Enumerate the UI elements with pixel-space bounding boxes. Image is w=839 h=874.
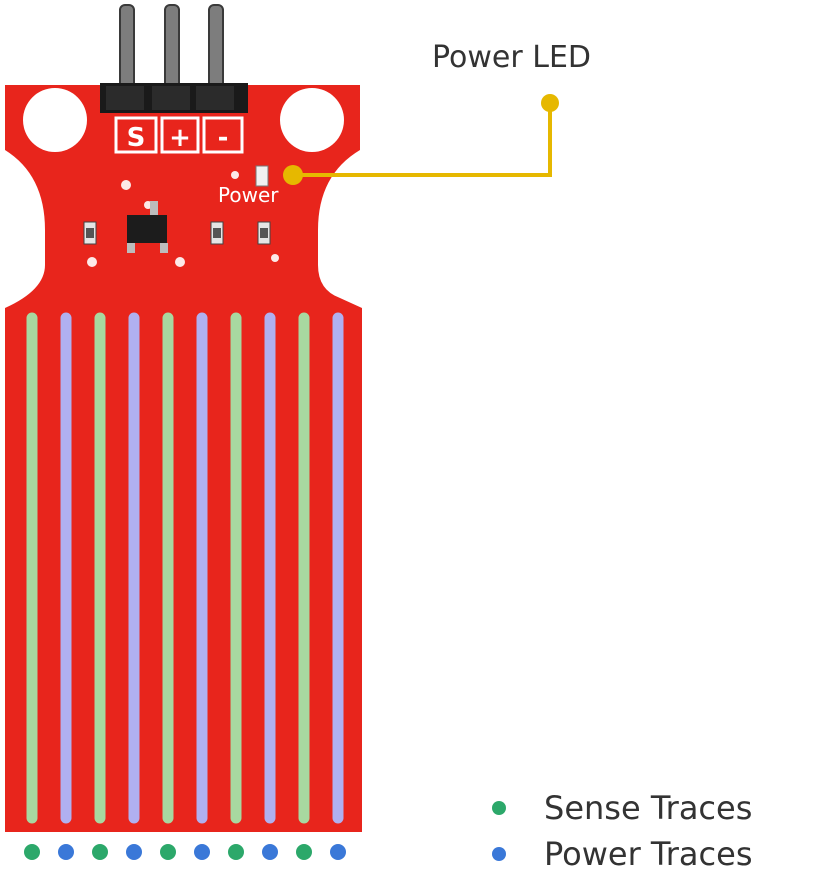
legend-power: Power Traces [492, 834, 752, 874]
power-trace-dot [262, 844, 278, 860]
sense-trace-dot [92, 844, 108, 860]
sense-dot-icon [492, 801, 506, 815]
power-trace-dot [194, 844, 210, 860]
sense-trace-dot [296, 844, 312, 860]
legend-sense: Sense Traces [492, 788, 752, 828]
trace-legend-dots [24, 844, 346, 860]
callout-dot-led [283, 165, 303, 185]
header-housing [100, 83, 248, 113]
legend-sense-label: Sense Traces [544, 789, 752, 827]
sense-trace-dot [228, 844, 244, 860]
power-led-label: Power LED [432, 40, 591, 75]
sense-trace-dot [160, 844, 176, 860]
pin-label-s: S [127, 123, 146, 153]
pin-label-boxes: S + - [116, 118, 242, 153]
header-pins [120, 5, 223, 90]
silkscreen-power-label: Power [218, 183, 279, 207]
callout-dot-top [541, 94, 559, 112]
power-trace-dot [330, 844, 346, 860]
mounting-hole-right [280, 88, 344, 152]
power-dot-icon [492, 847, 506, 861]
pin-label-minus: - [218, 123, 229, 153]
mounting-hole-left [23, 88, 87, 152]
pin-label-plus: + [169, 123, 191, 153]
power-trace-dot [58, 844, 74, 860]
sense-trace-dot [24, 844, 40, 860]
power-trace-dot [126, 844, 142, 860]
legend-power-label: Power Traces [544, 835, 752, 873]
